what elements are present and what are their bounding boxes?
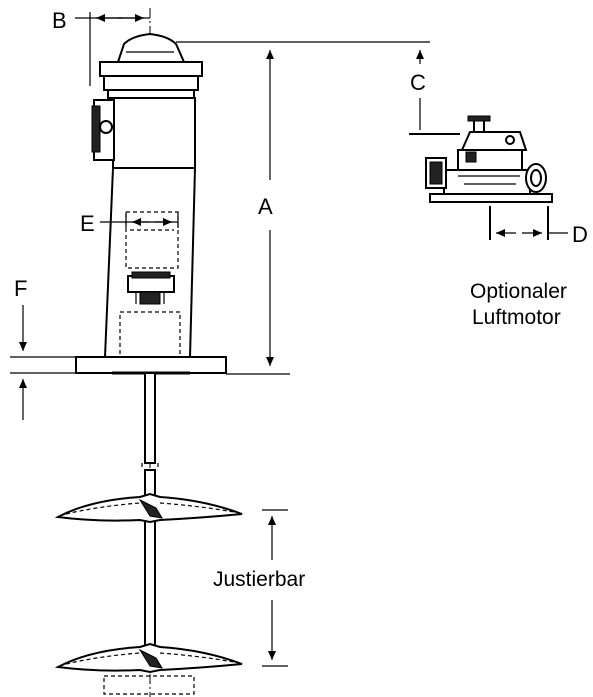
air-motor	[425, 115, 553, 203]
label-f: F	[14, 276, 27, 301]
mounting-flange	[75, 356, 227, 375]
dimension-e: E	[80, 211, 179, 236]
dimension-f: F	[10, 276, 76, 420]
motor-housing	[91, 32, 203, 169]
dimension-a: A	[176, 41, 430, 375]
column	[103, 167, 197, 358]
caption-air-motor-line1: Optionaler	[470, 280, 567, 303]
dimension-c: C	[409, 50, 460, 135]
label-b: B	[52, 8, 67, 33]
lower-impeller	[54, 642, 243, 695]
dimension-d: D	[489, 206, 588, 247]
caption-air-motor-line2: Luftmotor	[472, 306, 561, 329]
label-c: C	[410, 70, 426, 95]
caption-adjustable: Justierbar	[213, 568, 305, 591]
upper-impeller	[54, 492, 243, 524]
label-a: A	[258, 194, 273, 219]
label-e: E	[80, 211, 95, 236]
label-d: D	[572, 222, 588, 247]
dimension-b: B	[52, 8, 150, 86]
dimension-adjustable: Justierbar	[213, 509, 305, 667]
